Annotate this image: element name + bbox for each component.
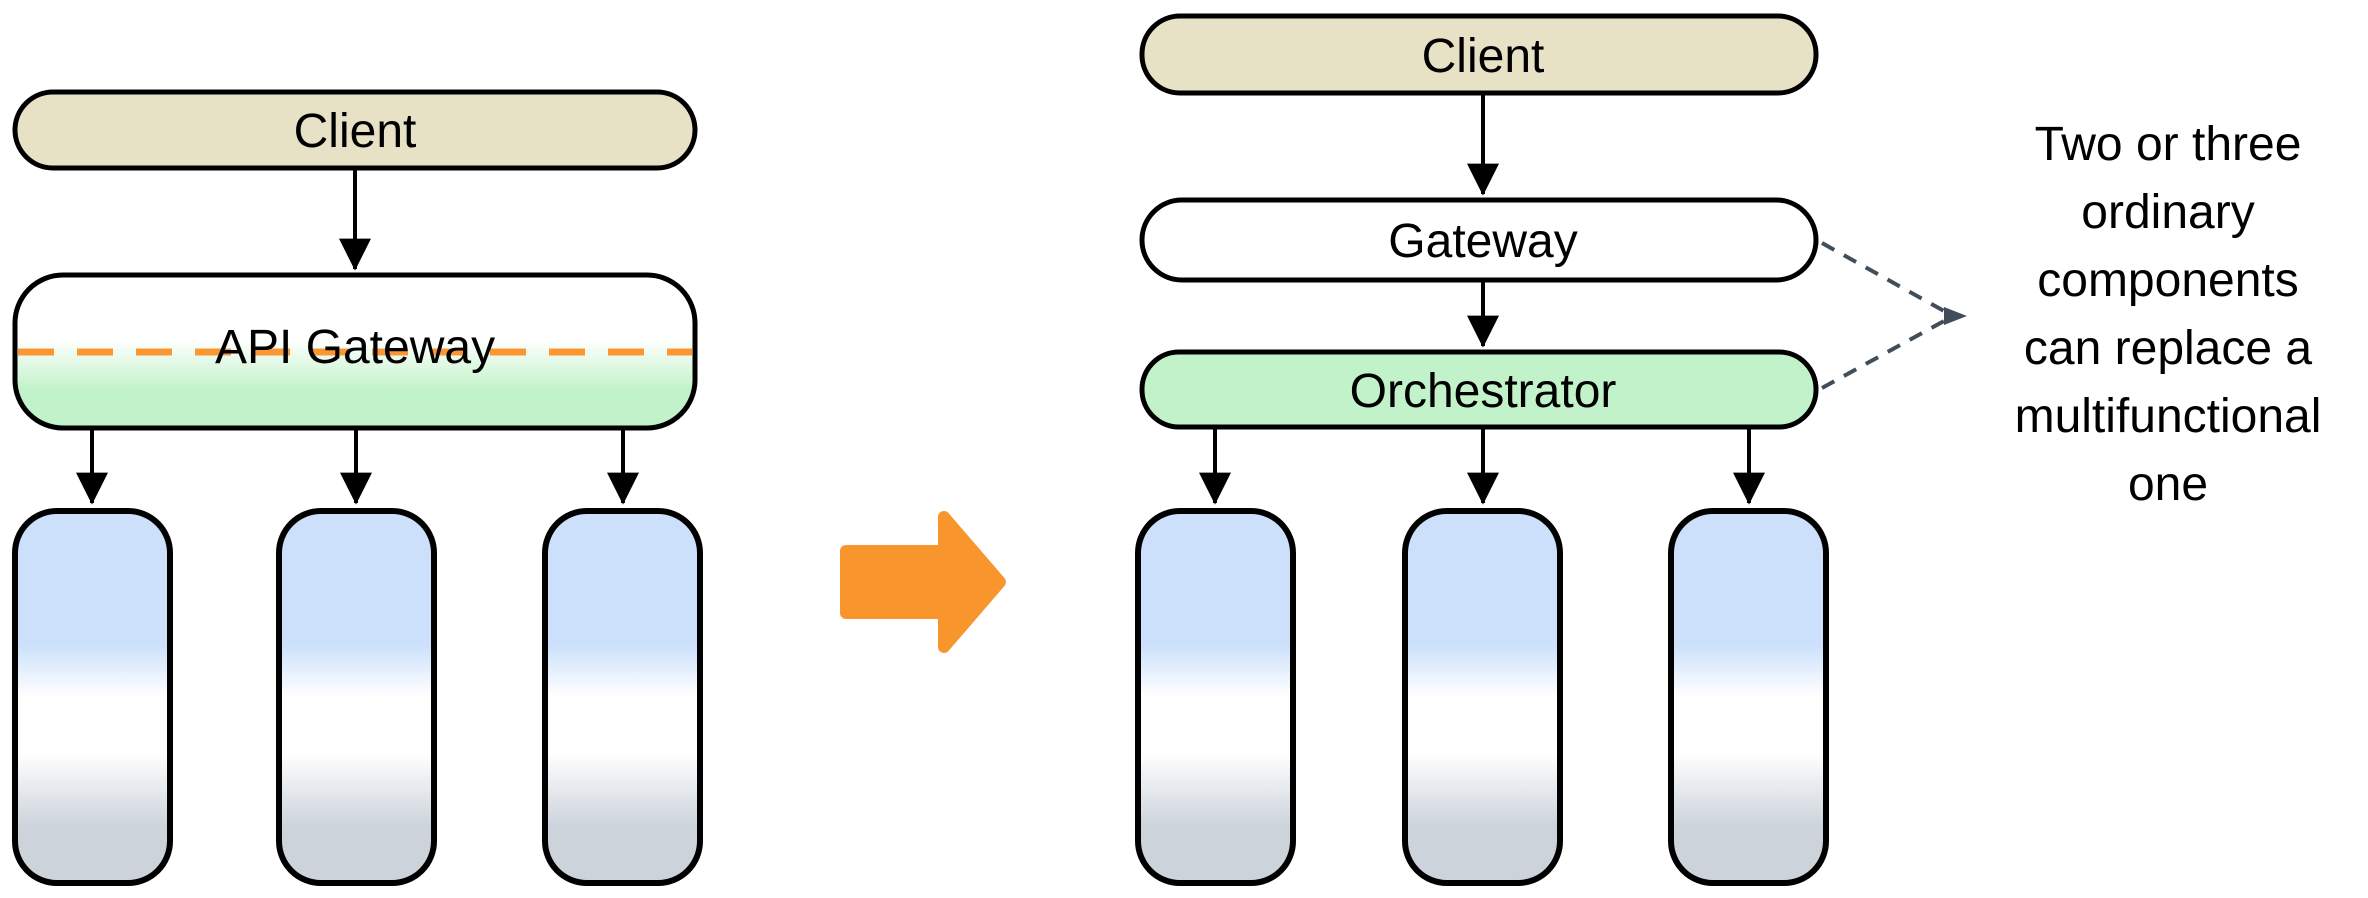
left-service-box-2: [276, 508, 437, 886]
left-api-gateway-label: API Gateway: [215, 321, 495, 374]
annotation-text-line-3: components: [2037, 254, 2299, 307]
left-api-gateway-node: [12, 272, 698, 431]
right-gateway-node: [1139, 197, 1819, 283]
right-gateway-label: Gateway: [1388, 215, 1577, 268]
annotation-text-line-4: can replace a: [2024, 322, 2312, 375]
right-service-box-3: [1668, 508, 1829, 886]
right-client-node: [1139, 13, 1819, 96]
annotation-callout: Two or three ordinary components can rep…: [1821, 118, 2322, 511]
gateway-annotation-dashed-line: [1821, 241, 1945, 313]
right-diagram: Client Gateway Orchestrator: [1135, 13, 1829, 886]
right-orchestrator-label: Orchestrator: [1350, 365, 1617, 418]
left-service-box-3: [542, 508, 703, 886]
annotation-text-line-6: one: [2128, 458, 2208, 511]
annotation-text-line-2: ordinary: [2081, 186, 2254, 239]
left-service-box-1: [12, 508, 173, 886]
orchestrator-annotation-dashed-line: [1821, 319, 1945, 390]
right-orchestrator-node: [1139, 349, 1819, 430]
right-service-box-2: [1402, 508, 1563, 886]
annotation-text-line-5: multifunctional: [2015, 390, 2322, 443]
transform-right-arrow-icon: [840, 511, 1006, 653]
left-diagram: Client API Gateway: [12, 89, 703, 886]
annotation-arrowhead-icon: [1944, 307, 1967, 325]
right-client-label: Client: [1422, 30, 1545, 83]
right-service-box-1: [1135, 508, 1296, 886]
left-client-node: [12, 89, 698, 171]
left-client-label: Client: [294, 105, 417, 158]
annotation-text-line-1: Two or three: [2035, 118, 2302, 171]
